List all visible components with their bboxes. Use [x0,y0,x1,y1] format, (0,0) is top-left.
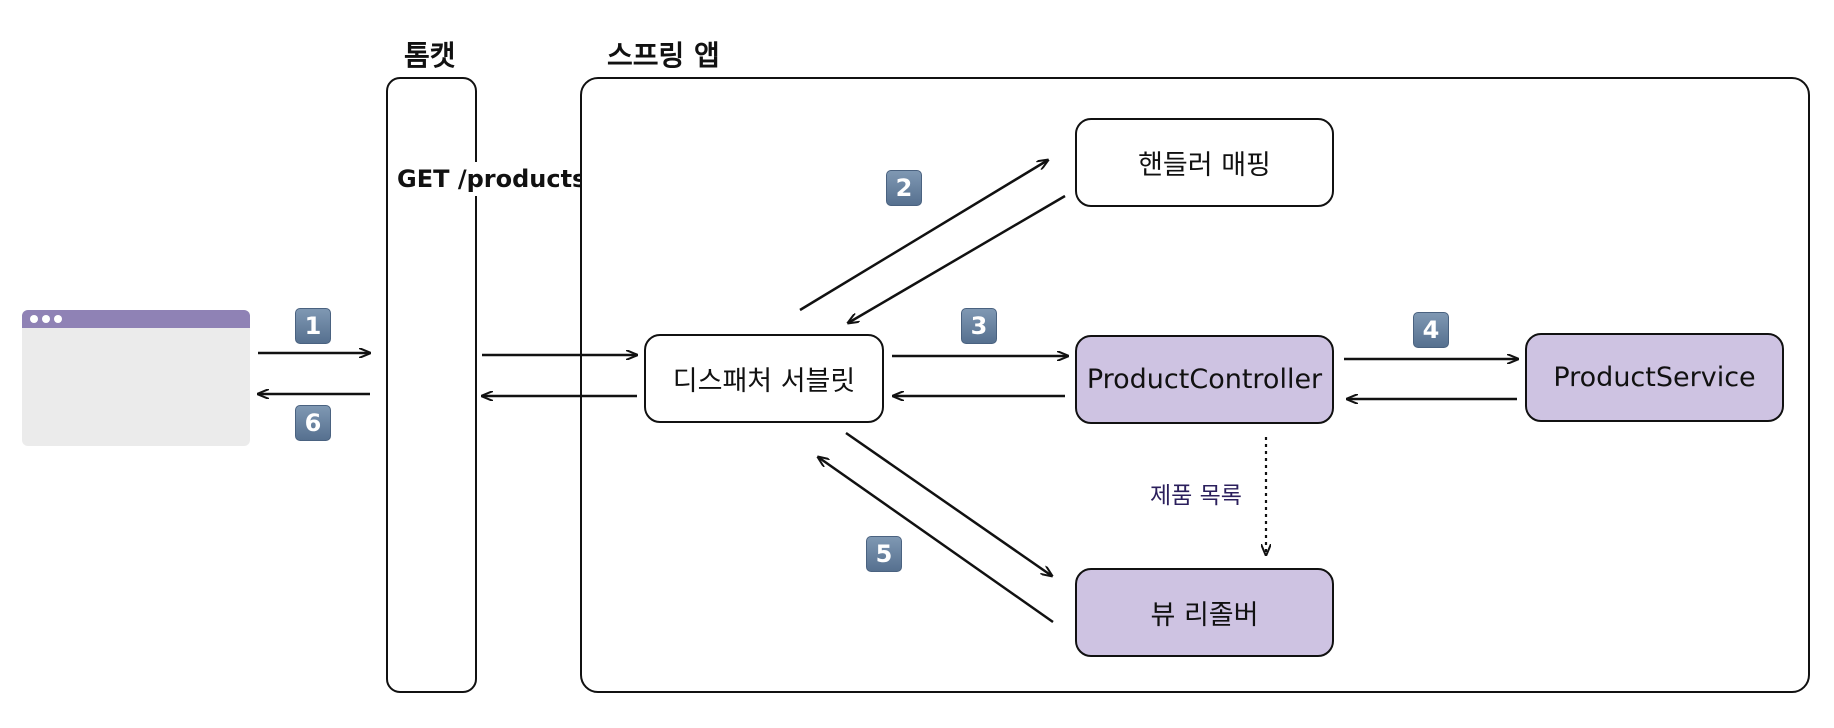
view-resolver-node: 뷰 리졸버 [1075,568,1334,657]
browser-dot [42,315,50,323]
step-badge-1: 1 [295,308,331,344]
step-badge-4: 4 [1413,312,1449,348]
browser-title-bar [22,310,250,328]
arrow-view-resolver-to-dispatcher [818,457,1054,624]
step-badge-3: 3 [961,308,997,344]
spring-app-title: 스프링 앱 [607,39,720,72]
step-badge-5: 5 [866,536,902,572]
browser-dot [30,315,38,323]
product-list-label: 제품 목록 [1150,483,1242,509]
tomcat-title: 톰캣 [404,39,456,72]
tomcat-request-label: GET /products [397,162,587,196]
browser-window-icon [22,310,250,446]
arrow-dispatcher-to-view-resolver [845,431,1052,576]
product-controller-node: ProductController [1075,335,1334,424]
step-badge-6: 6 [295,405,331,441]
dispatcher-servlet-node: 디스패처 서블릿 [644,334,884,423]
step-badge-2: 2 [886,170,922,206]
browser-dot [54,315,62,323]
handler-mapping-node: 핸들러 매핑 [1075,118,1334,207]
arrow-dispatcher-to-handler [799,160,1048,312]
arrow-handler-to-dispatcher [848,194,1066,323]
product-service-node: ProductService [1525,333,1784,422]
